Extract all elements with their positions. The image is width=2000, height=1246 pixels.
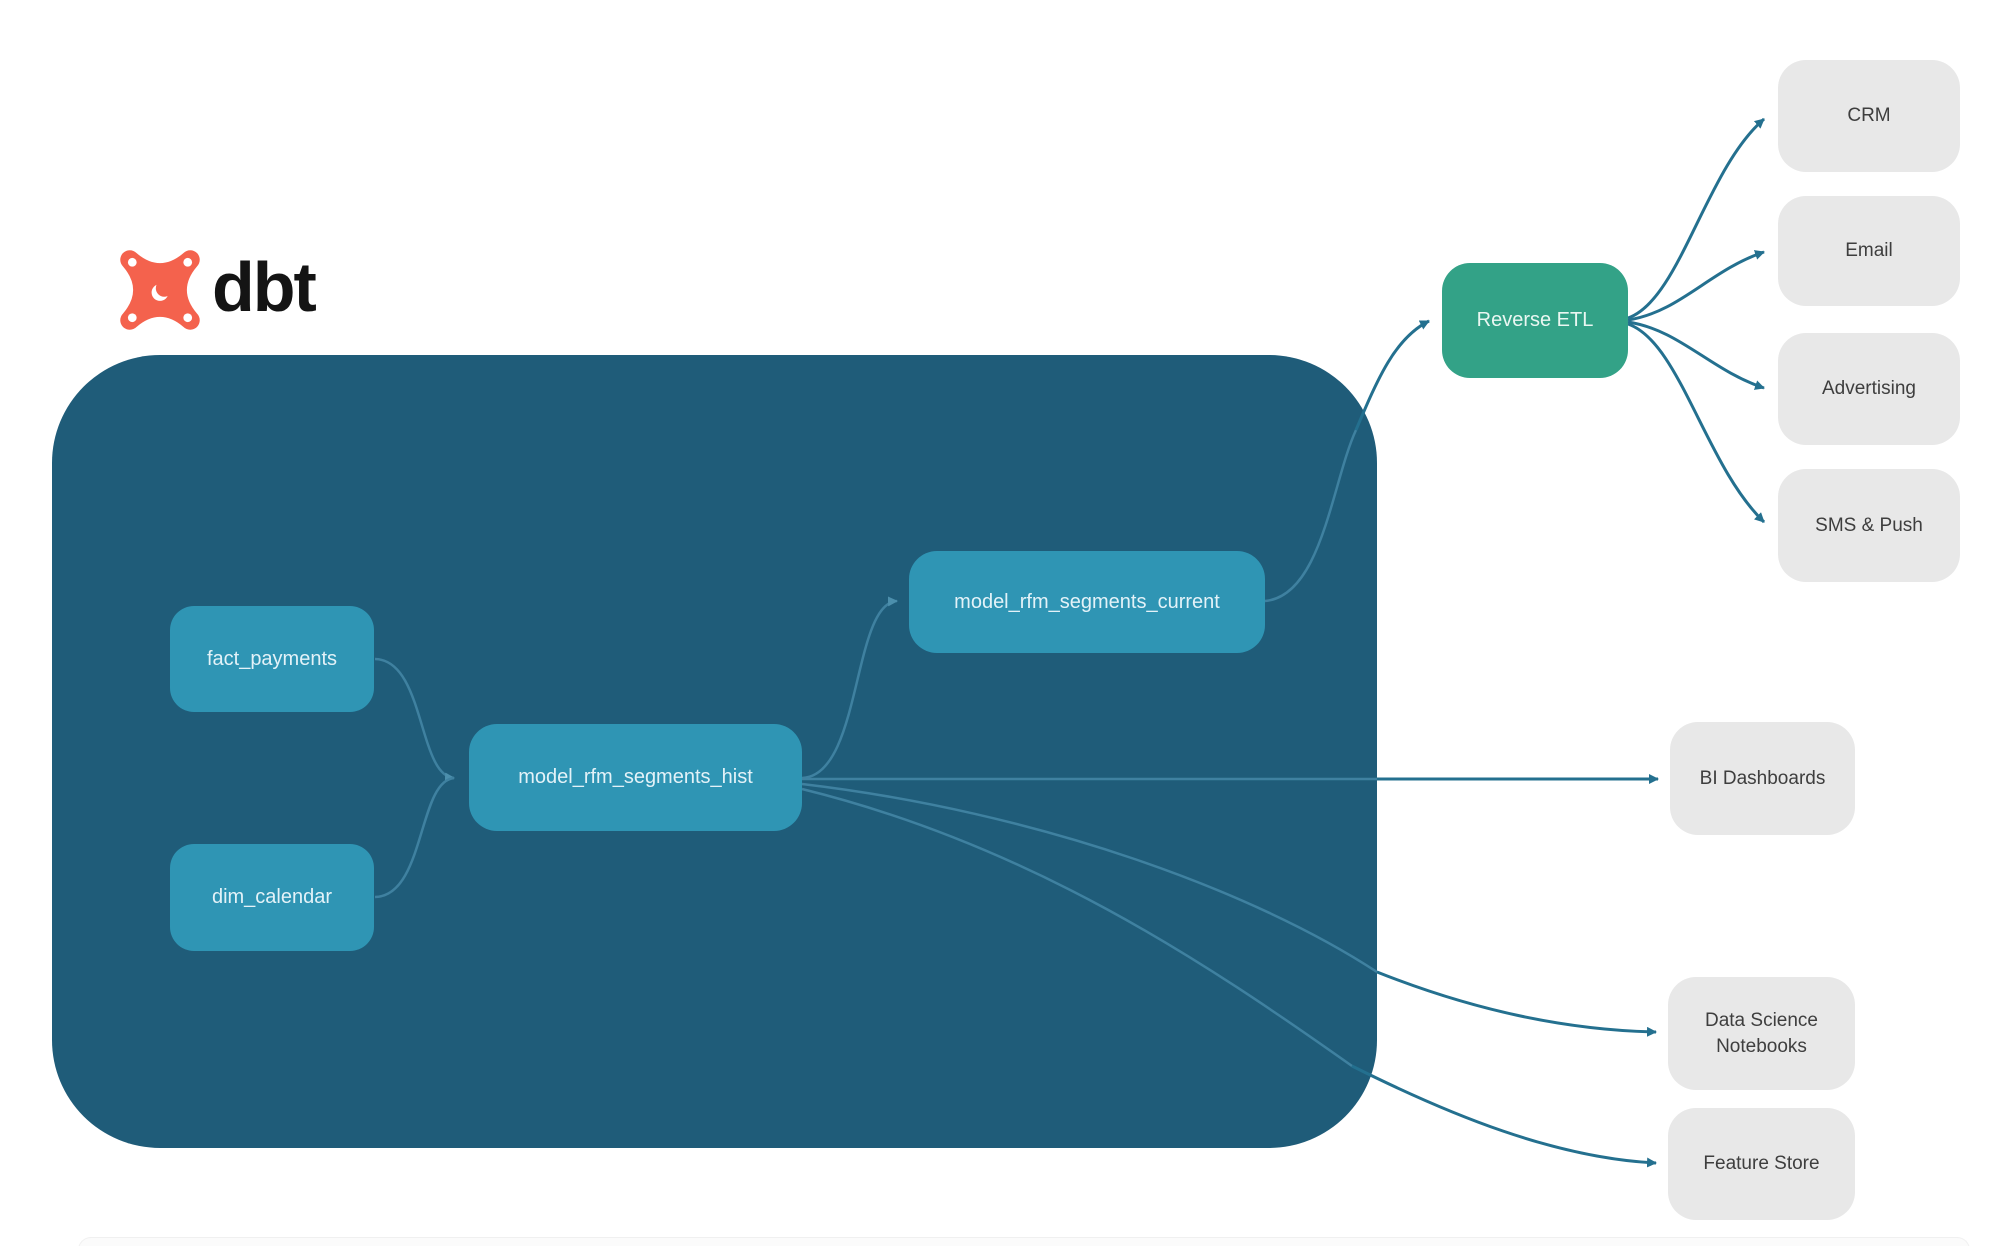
edge-hist-to-featurestore xyxy=(1351,1064,1657,1168)
edge-retl-to-sms xyxy=(1627,322,1766,524)
dbt-logo: dbt xyxy=(118,248,317,332)
node-dim-calendar: dim_calendar xyxy=(170,844,374,951)
edge-fact-to-hist xyxy=(374,657,455,783)
node-model-rfm-segments-current: model_rfm_segments_current xyxy=(909,551,1265,653)
node-feature-store: Feature Store xyxy=(1668,1108,1855,1220)
edge-retl-to-crm xyxy=(1627,117,1765,320)
node-advertising: Advertising xyxy=(1778,333,1960,445)
bottom-cropped-panel xyxy=(78,1237,1970,1246)
edge-retl-to-advertising xyxy=(1627,320,1765,390)
edge-hist-to-notebooks-inner xyxy=(801,782,1378,974)
edge-retl-to-email xyxy=(1627,250,1765,322)
edge-current-to-retl-inner xyxy=(1264,429,1358,603)
node-model-rfm-segments-hist: model_rfm_segments_hist xyxy=(469,724,802,831)
edge-dim-to-hist xyxy=(374,776,455,899)
edge-hist-to-current xyxy=(801,596,898,780)
node-sms-push: SMS & Push xyxy=(1778,469,1960,582)
node-email: Email xyxy=(1778,196,1960,306)
dbt-wordmark: dbt xyxy=(212,248,317,326)
node-data-science-notebooks: Data Science Notebooks xyxy=(1668,977,1855,1090)
edge-hist-to-notebooks xyxy=(1376,970,1657,1037)
node-crm: CRM xyxy=(1778,60,1960,172)
dbt-logo-icon xyxy=(120,250,200,330)
edge-hist-to-featurestore-inner xyxy=(801,787,1353,1068)
edge-current-to-retl xyxy=(1354,319,1430,431)
node-bi-dashboards: BI Dashboards xyxy=(1670,722,1855,835)
node-fact-payments: fact_payments xyxy=(170,606,374,712)
node-reverse-etl: Reverse ETL xyxy=(1442,263,1628,378)
